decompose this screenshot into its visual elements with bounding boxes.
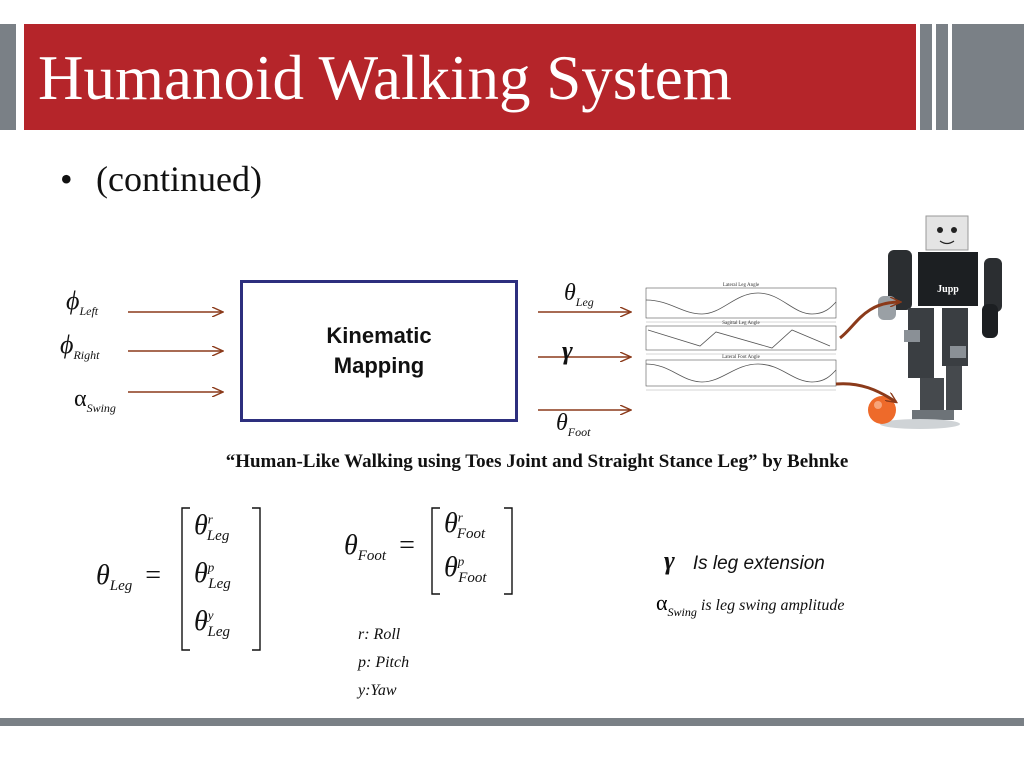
output-theta-leg: θLeg bbox=[564, 280, 594, 310]
bullet-item: • (continued) bbox=[60, 158, 262, 200]
output-symbol: θ bbox=[556, 410, 568, 436]
title-bar bbox=[24, 24, 916, 130]
eq-subscript: Foot bbox=[456, 526, 486, 542]
foot-matrix-brackets bbox=[431, 507, 513, 595]
eq-superscript: p bbox=[207, 559, 215, 575]
header-stripe-left bbox=[0, 24, 16, 130]
plot-title: Lateral Leg Angle bbox=[723, 283, 760, 288]
plot-lateral-foot-angle: Lateral Foot Angle bbox=[645, 355, 837, 391]
input-subscript: Right bbox=[73, 348, 100, 362]
output-theta-foot: θFoot bbox=[556, 410, 590, 440]
gamma-text: Is leg extension bbox=[692, 553, 825, 574]
legend-yaw: y:Yaw bbox=[358, 682, 397, 699]
gamma-symbol: γ bbox=[664, 546, 675, 575]
input-subscript: Swing bbox=[86, 401, 116, 415]
foot-equation-lhs: θFoot = bbox=[344, 530, 415, 565]
eq-subscript: Leg bbox=[109, 578, 133, 594]
alpha-subscript: Swing bbox=[667, 605, 697, 619]
leg-matrix-row-yaw: θyLeg bbox=[194, 606, 230, 641]
input-symbol: ϕ bbox=[66, 286, 80, 315]
eq-symbol: θ bbox=[444, 552, 458, 583]
header-stripe-right-3 bbox=[952, 24, 1024, 130]
equals-sign: = bbox=[145, 560, 162, 591]
output-symbol: θ bbox=[564, 280, 576, 306]
eq-subscript: Leg bbox=[206, 528, 230, 544]
eq-symbol: θ bbox=[194, 510, 208, 541]
eq-superscript: r bbox=[457, 509, 463, 525]
footer-rule bbox=[0, 718, 1024, 726]
plot-sagittal-leg-angle: Sagittal Leg Angle bbox=[645, 321, 837, 355]
eq-symbol: θ bbox=[194, 606, 208, 637]
eq-subscript: Leg bbox=[208, 576, 231, 592]
header-stripe-right-2 bbox=[936, 24, 948, 130]
input-phi-left: ϕLeft bbox=[66, 286, 98, 319]
leg-equation-lhs: θLeg = bbox=[96, 560, 161, 595]
output-symbol: γ bbox=[562, 336, 573, 365]
input-phi-right: ϕRight bbox=[60, 330, 99, 363]
alpha-text: is leg swing amplitude bbox=[700, 597, 845, 614]
eq-symbol: θ bbox=[194, 558, 208, 589]
leg-matrix-row-roll: θrLeg bbox=[194, 510, 229, 545]
legend-pitch: p: Pitch bbox=[358, 654, 410, 671]
eq-symbol: θ bbox=[96, 560, 110, 591]
bullet-text: (continued) bbox=[96, 159, 262, 199]
header-stripe-right-1 bbox=[920, 24, 932, 130]
leg-matrix-row-pitch: θpLeg bbox=[194, 558, 231, 593]
output-subscript: Foot bbox=[567, 425, 591, 439]
eq-subscript: Foot bbox=[357, 548, 387, 564]
input-symbol: ϕ bbox=[60, 330, 74, 359]
robot-image: Jupp bbox=[835, 215, 1024, 432]
gamma-definition: γ Is leg extension bbox=[664, 546, 825, 576]
input-alpha-swing: αSwing bbox=[74, 386, 116, 416]
foot-matrix-row-pitch: θpFoot bbox=[444, 552, 487, 587]
output-gamma: γ bbox=[562, 336, 573, 366]
alpha-definition: αSwing is leg swing amplitude bbox=[656, 590, 844, 620]
eq-superscript: y bbox=[207, 607, 214, 623]
plot-title: Sagittal Leg Angle bbox=[722, 321, 760, 326]
eq-superscript: p bbox=[457, 553, 465, 569]
eq-subscript: Leg bbox=[207, 624, 231, 640]
equals-sign: = bbox=[399, 530, 415, 561]
leg-matrix-brackets bbox=[181, 507, 261, 651]
eq-symbol: θ bbox=[344, 530, 358, 561]
eq-superscript: r bbox=[207, 511, 213, 527]
kinematic-mapping-box: Kinematic Mapping bbox=[240, 280, 518, 422]
robot-label: Jupp bbox=[937, 284, 959, 295]
citation-caption: “Human-Like Walking using Toes Joint and… bbox=[225, 451, 849, 472]
eq-symbol: θ bbox=[444, 508, 458, 539]
input-symbol: α bbox=[74, 386, 87, 412]
slide-title: Humanoid Walking System bbox=[38, 43, 732, 113]
eq-subscript: Foot bbox=[458, 570, 487, 586]
plot-lateral-leg-angle: Lateral Leg Angle bbox=[645, 283, 837, 323]
plot-title: Lateral Foot Angle bbox=[722, 355, 761, 360]
input-subscript: Left bbox=[79, 304, 99, 318]
kinematic-mapping-label: Kinematic Mapping bbox=[326, 323, 432, 378]
bullet-dot: • bbox=[60, 159, 73, 199]
output-subscript: Leg bbox=[575, 295, 594, 309]
alpha-symbol: α bbox=[656, 590, 668, 615]
foot-matrix-row-roll: θrFoot bbox=[444, 508, 485, 543]
legend-roll: r: Roll bbox=[358, 626, 401, 643]
